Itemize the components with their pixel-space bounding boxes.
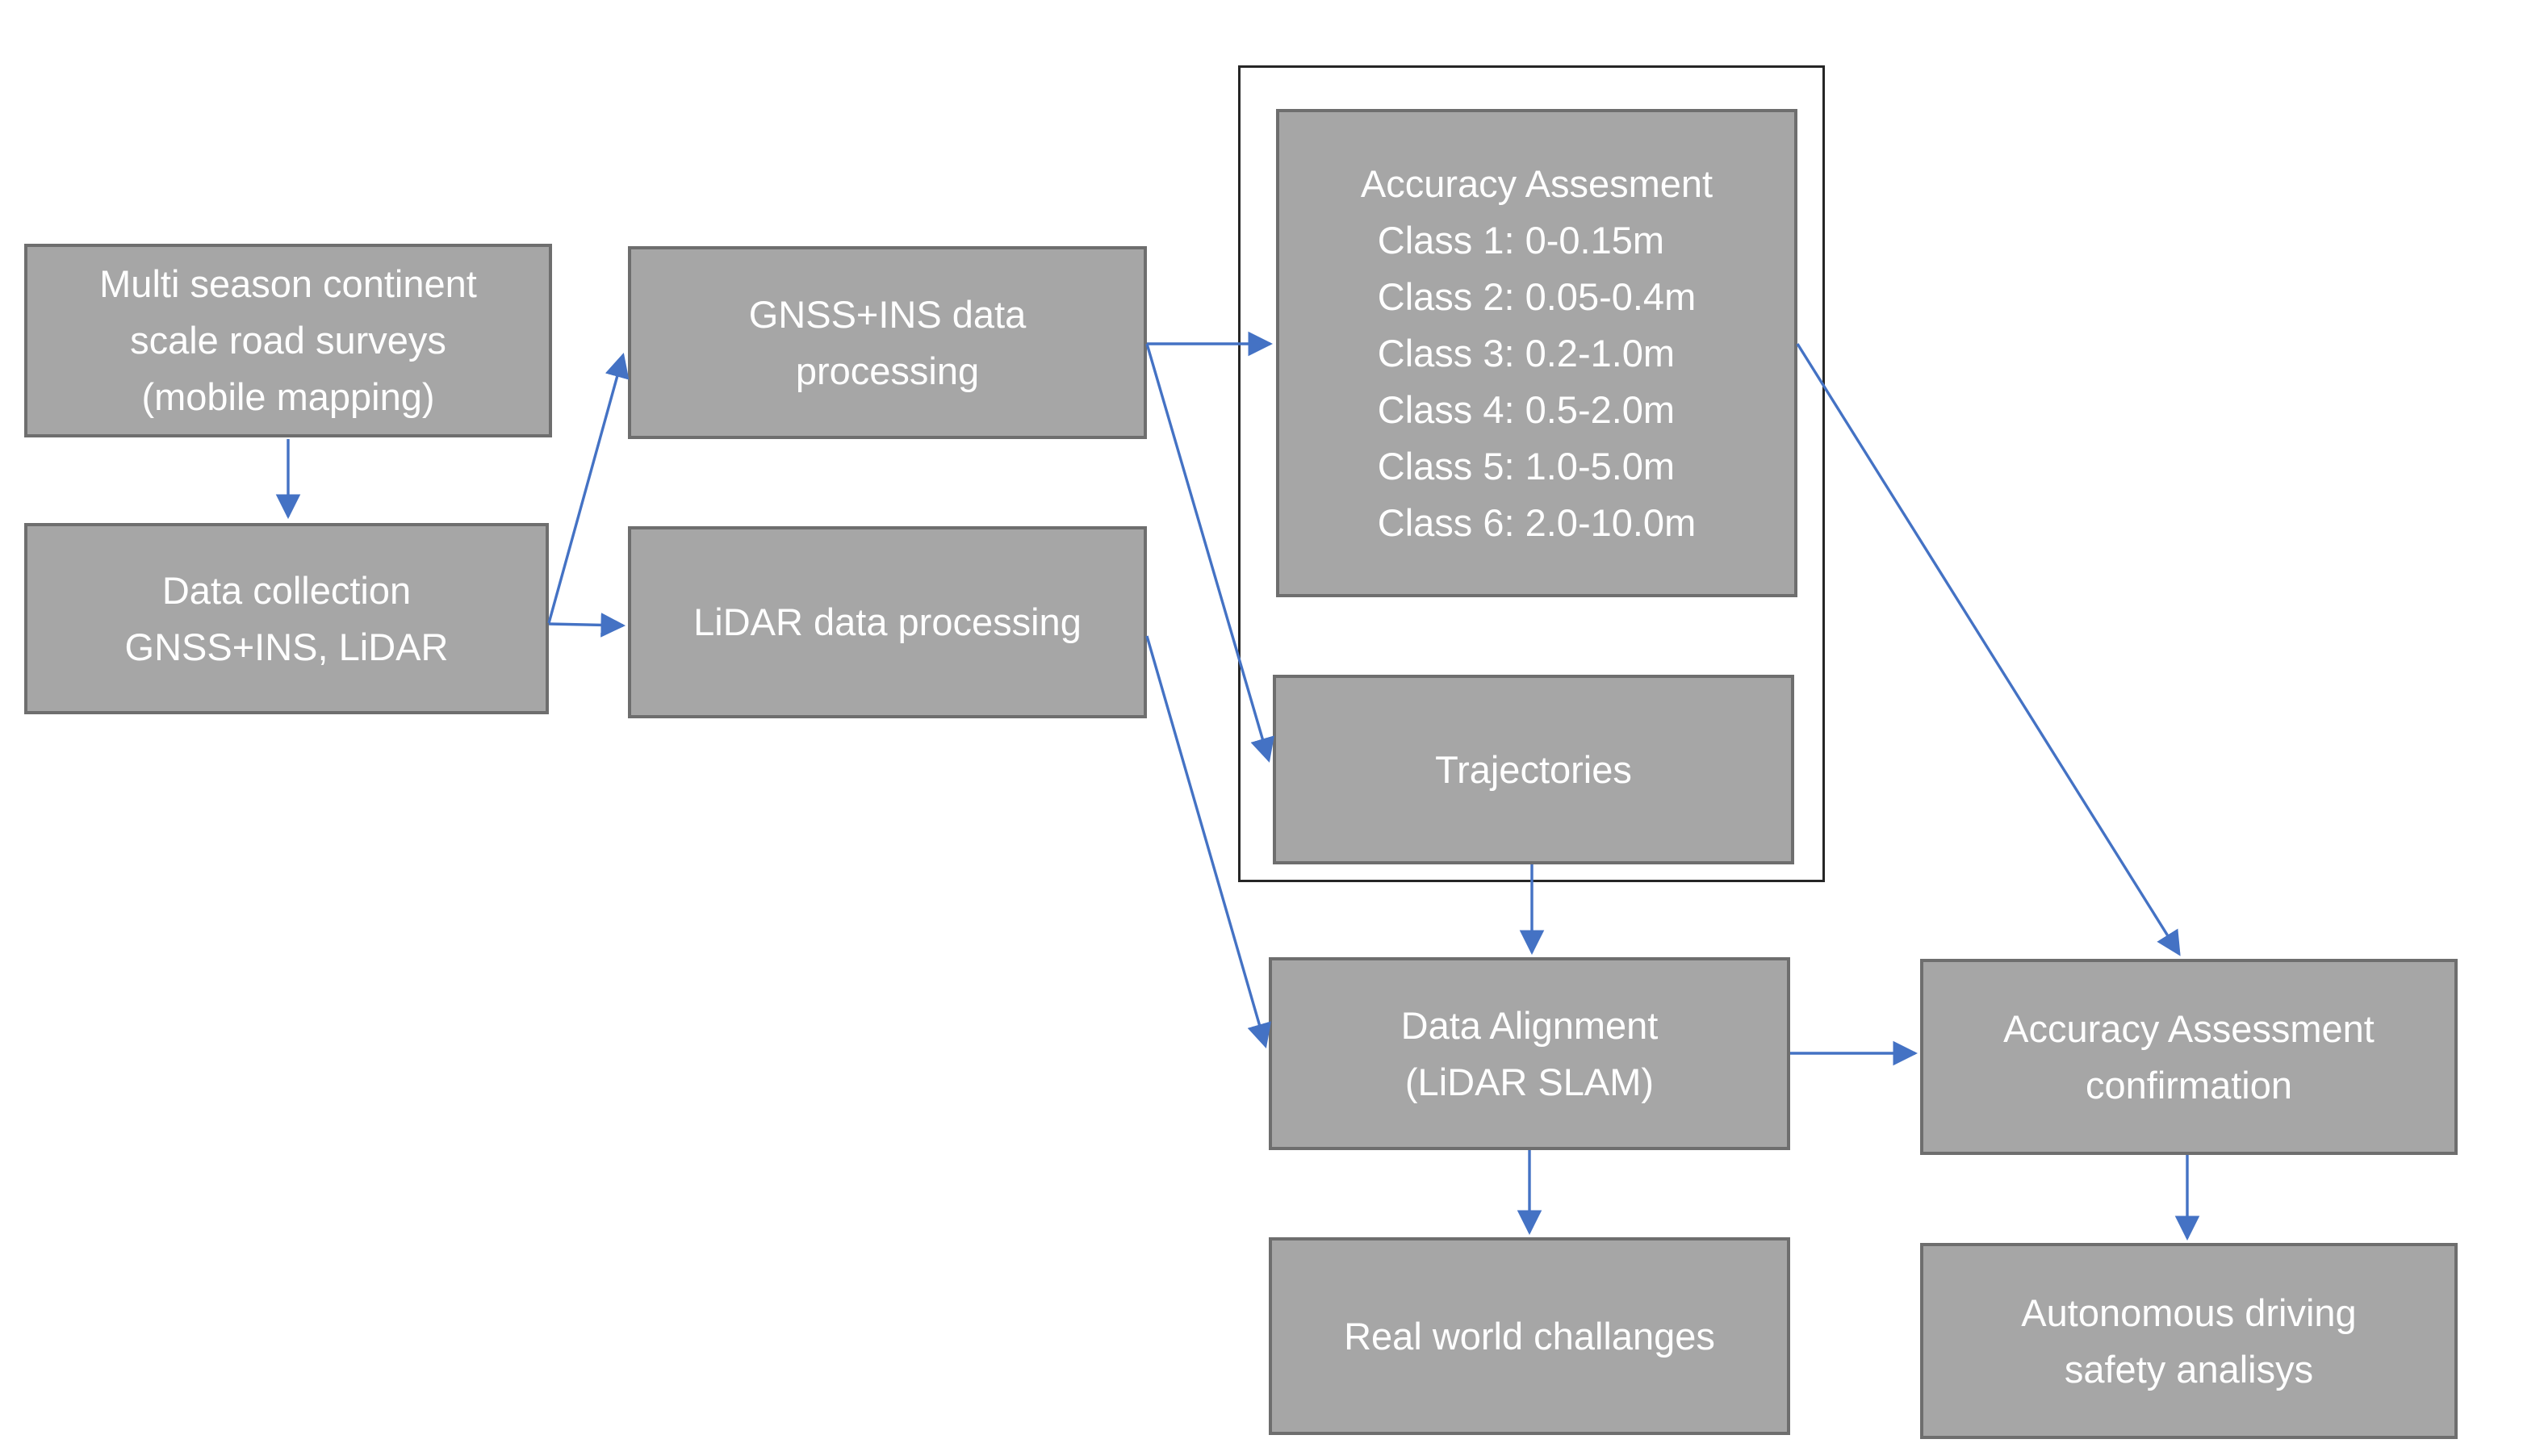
arrow-accuracy-assessment-to-confirmation	[1796, 343, 2181, 956]
box-trajectories: Trajectories	[1273, 675, 1794, 864]
box-accuracy-assessment-classes: Accuracy Assesment Class 1: 0-0.15m Clas…	[1276, 109, 1797, 597]
arrow-collection-to-gnss	[547, 353, 630, 624]
box-data-collection: Data collection GNSS+INS, LiDAR	[24, 523, 549, 714]
box-real-world-challenges: Real world challanges	[1269, 1237, 1790, 1435]
box-gnss-ins-processing: GNSS+INS data processing	[628, 246, 1147, 439]
box-data-alignment: Data Alignment (LiDAR SLAM)	[1269, 957, 1790, 1150]
box-autonomous-driving-safety: Autonomous driving safety analisys	[1920, 1243, 2458, 1439]
box-accuracy-confirmation: Accuracy Assessment confirmation	[1920, 959, 2458, 1155]
accuracy-assessment-title: Accuracy Assesment	[1360, 161, 1713, 205]
box-lidar-processing: LiDAR data processing	[628, 526, 1147, 718]
box-multi-season-surveys: Multi season continent scale road survey…	[24, 244, 552, 437]
accuracy-assessment-class-list: Class 1: 0-0.15m Class 2: 0.05-0.4m Clas…	[1377, 218, 1697, 544]
arrow-collection-to-lidar	[548, 613, 626, 638]
